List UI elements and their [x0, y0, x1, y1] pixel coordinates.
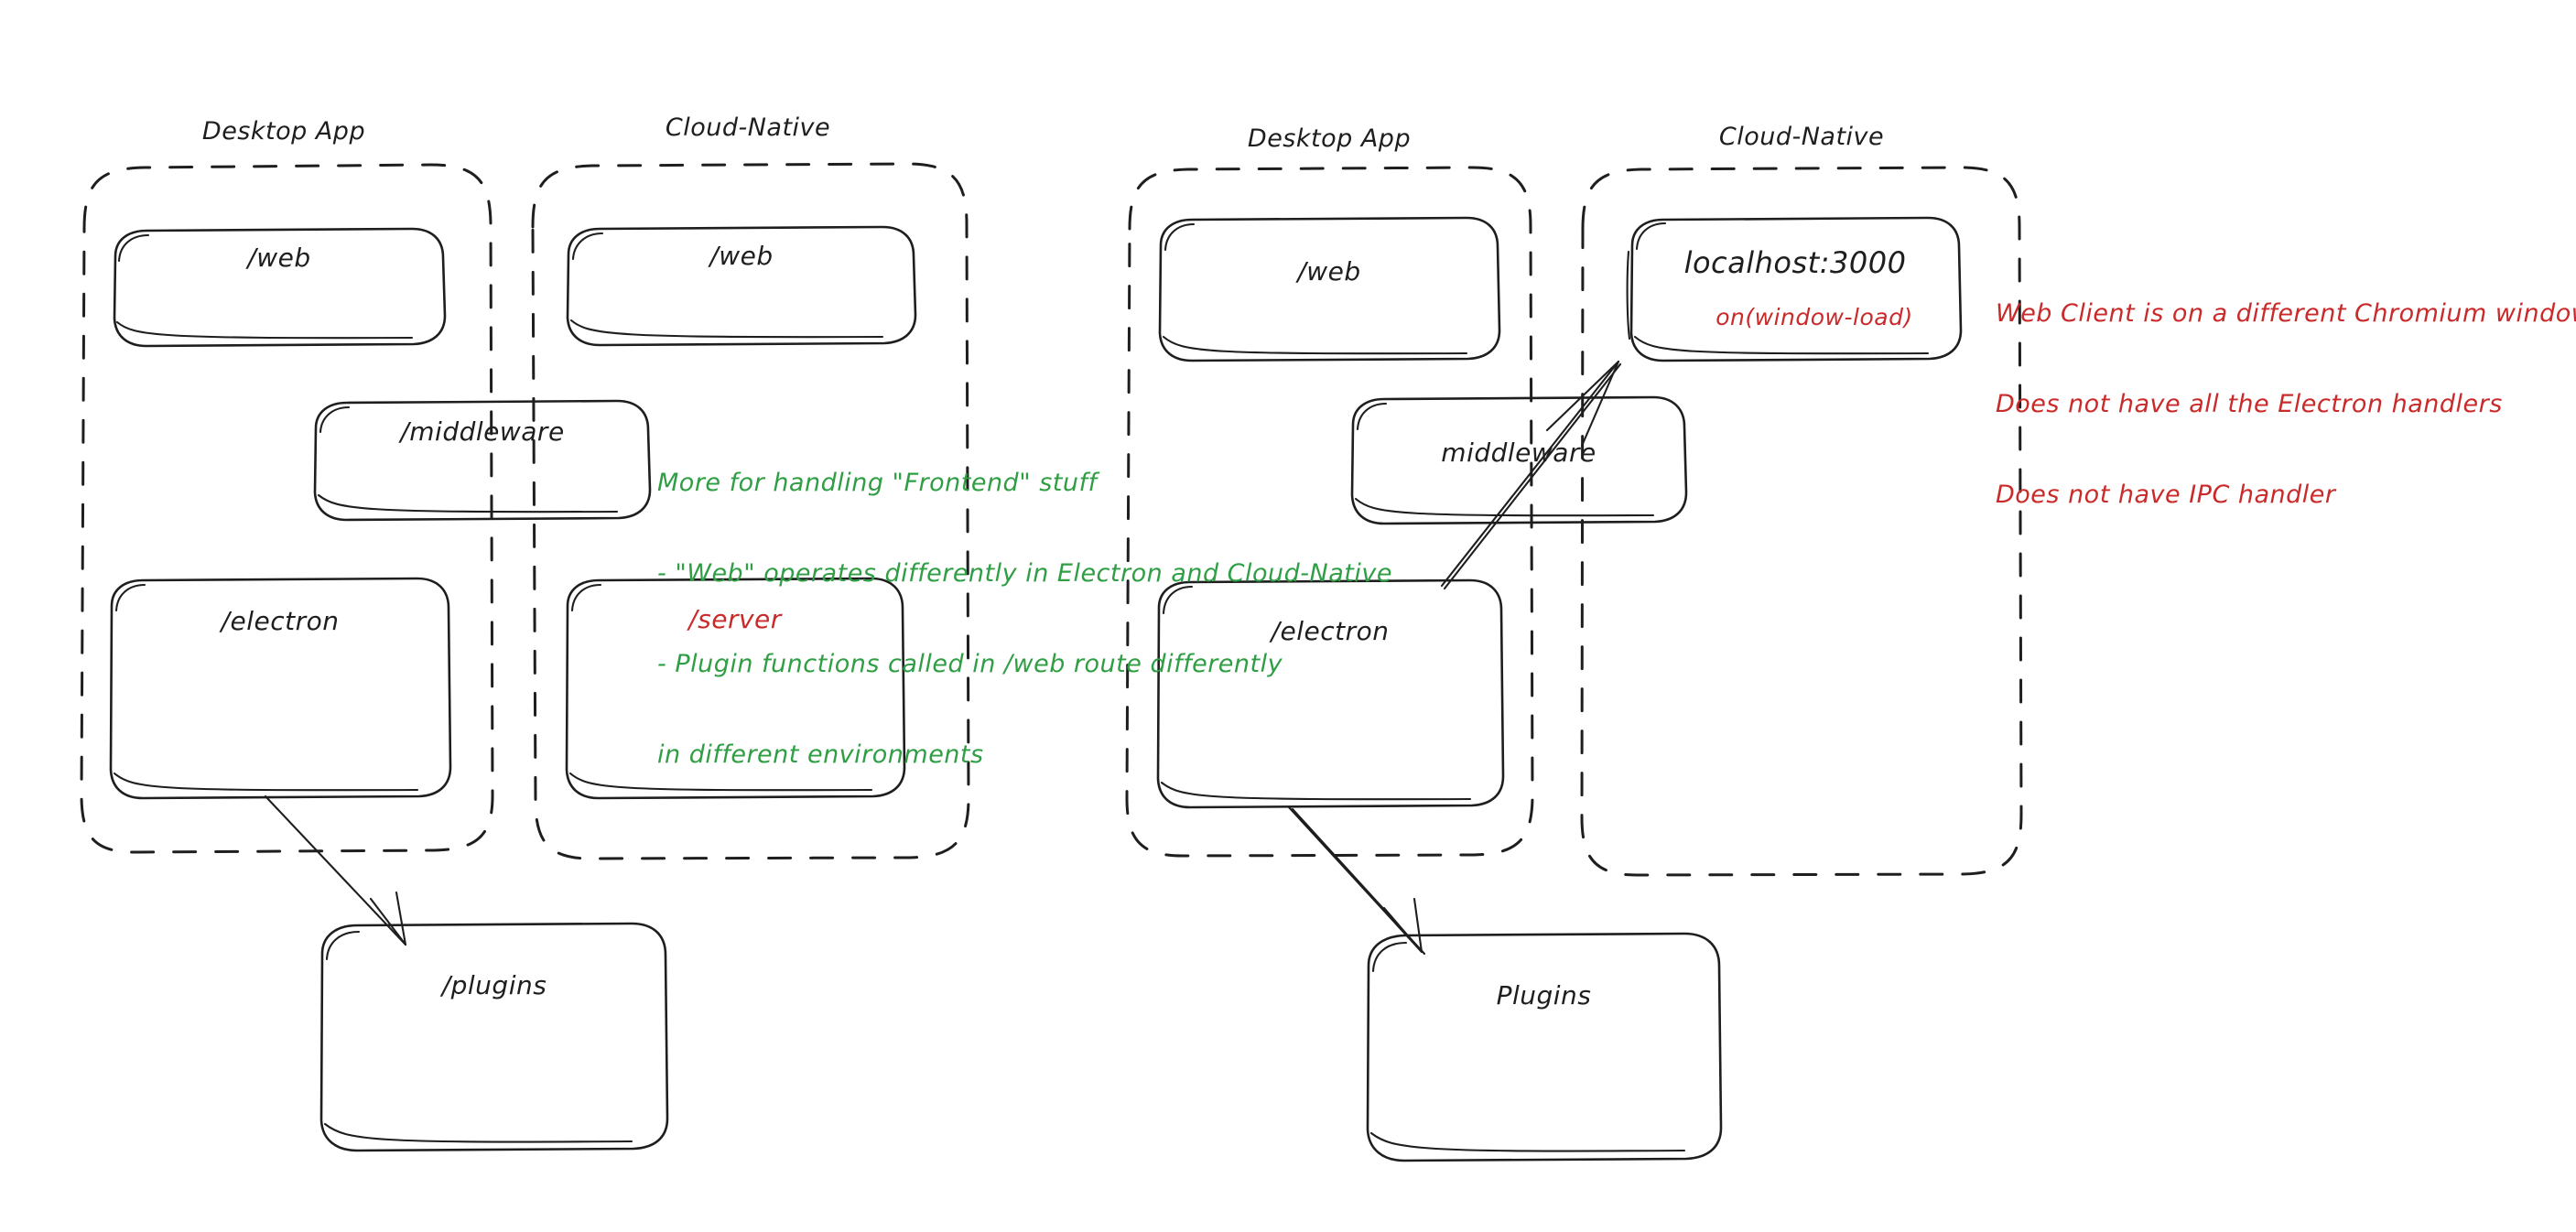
node-label-left-cloud-web: /web: [709, 241, 774, 271]
node-right-middleware: [1350, 395, 1688, 525]
node-label-right-electron: /electron: [1271, 616, 1390, 646]
annotation-green-line-2: - "Web" operates differently in Electron…: [657, 559, 1392, 588]
annotation-red-line-1: Web Client is on a different Chromium wi…: [1996, 299, 2576, 328]
node-label-right-plugins: Plugins: [1496, 980, 1592, 1010]
node-right-electron: [1156, 578, 1505, 809]
node-left-server: [565, 577, 906, 800]
group-title-right-cloud-native: Cloud-Native: [1718, 123, 1885, 151]
node-right-plugins: [1366, 932, 1723, 1162]
node-label-left-plugins: /plugins: [441, 970, 547, 1000]
group-left-desktop-app: [80, 163, 494, 854]
group-title-right-desktop-app: Desktop App: [1247, 124, 1412, 153]
arrow-right-electron-to-plugins: [1287, 805, 1426, 956]
group-title-left-cloud-native: Cloud-Native: [665, 113, 831, 142]
node-left-electron: [109, 577, 452, 800]
node-label-right-desktop-web: /web: [1297, 256, 1361, 286]
node-right-localhost: [1626, 216, 1963, 362]
node-label-left-middleware: /middleware: [400, 416, 565, 447]
node-label-right-localhost: localhost:3000: [1683, 245, 1907, 280]
annotation-green-note: More for handling "Frontend" stuff - "We…: [657, 407, 1392, 830]
annotation-red-note: Web Client is on a different Chromium wi…: [1996, 238, 2576, 570]
node-left-plugins: [319, 922, 669, 1152]
node-label-right-middleware: middleware: [1441, 438, 1596, 468]
group-left-cloud-native: [531, 162, 970, 860]
node-label-left-desktop-web: /web: [247, 243, 311, 273]
node-right-desktop-web: [1158, 216, 1501, 362]
node-left-cloud-web: [566, 225, 917, 347]
group-right-cloud-native: [1580, 166, 2023, 877]
arrow-right-electron-to-localhost: [1440, 360, 1622, 590]
group-title-left-desktop-app: Desktop App: [201, 117, 366, 146]
annotation-green-line-1: More for handling "Frontend" stuff: [657, 469, 1098, 497]
annotation-red-line-2: Does not have all the Electron handlers: [1996, 390, 2503, 418]
node-label-left-server: /server: [688, 604, 782, 634]
annotation-red-line-3: Does not have IPC handler: [1996, 481, 2336, 509]
arrow-left-electron-to-plugins: [264, 794, 407, 946]
node-label-left-electron: /electron: [221, 606, 340, 636]
node-sublabel-right-localhost: on(window-load): [1716, 304, 1913, 330]
annotation-green-line-3: - Plugin functions called in /web route …: [657, 650, 1283, 678]
node-left-middleware: [313, 399, 652, 522]
node-left-desktop-web: [113, 227, 447, 348]
annotation-green-line-4: in different environments: [657, 740, 984, 769]
